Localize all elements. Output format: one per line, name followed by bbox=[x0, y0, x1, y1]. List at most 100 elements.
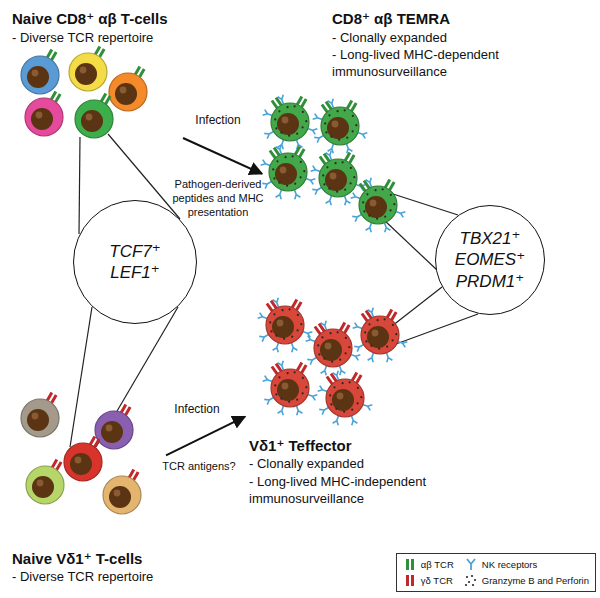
granule-dot bbox=[329, 332, 331, 334]
t-cell bbox=[306, 321, 361, 376]
t-cell bbox=[64, 436, 102, 481]
group-note: - Diverse TCR repertoire bbox=[12, 569, 166, 586]
group-note: - Long-lived MHC-independent immunosurve… bbox=[249, 474, 457, 508]
edge-label: Infection bbox=[168, 402, 226, 416]
granule-dot bbox=[274, 118, 276, 120]
granule-dot bbox=[343, 411, 345, 413]
granule-dot bbox=[384, 216, 386, 218]
granule-dot bbox=[339, 359, 341, 361]
group-note: - Diverse TCR repertoire bbox=[12, 30, 183, 47]
granule-dot bbox=[278, 182, 280, 184]
gene-label: TBX21⁺ EOMES⁺ PRDM1⁺ bbox=[452, 228, 528, 292]
magnifier-circle: TBX21⁺ EOMES⁺ PRDM1⁺ bbox=[435, 205, 545, 315]
legend-sample bbox=[464, 574, 478, 587]
granule-dot bbox=[300, 176, 302, 178]
granule-dot bbox=[328, 114, 330, 116]
granule-dot bbox=[378, 348, 380, 350]
legend-sample bbox=[403, 558, 417, 571]
t-cell bbox=[313, 99, 368, 154]
t-cell bbox=[351, 178, 406, 233]
granule-dot bbox=[325, 131, 327, 133]
group-note: - Clonally expanded bbox=[249, 456, 457, 473]
t-cell bbox=[258, 298, 313, 353]
granule-dot bbox=[352, 130, 354, 132]
granule-dot bbox=[292, 155, 294, 157]
t-cell bbox=[95, 404, 133, 449]
granule-dot bbox=[390, 209, 392, 211]
granule-dot bbox=[270, 330, 272, 332]
granule-dot bbox=[353, 176, 355, 178]
granule-dot bbox=[352, 115, 354, 117]
group-note: - Long-lived MHC-dependent immunosurveil… bbox=[332, 47, 594, 81]
granule-dot bbox=[370, 345, 372, 347]
granule-dot bbox=[384, 318, 386, 320]
granule-dot bbox=[302, 377, 304, 379]
t-cell bbox=[261, 145, 316, 200]
arrow-connector bbox=[183, 138, 262, 174]
granule-dot bbox=[395, 333, 397, 335]
granule-dot bbox=[348, 346, 350, 348]
granule-dot bbox=[275, 393, 277, 395]
t-cell bbox=[103, 469, 141, 514]
granule-dot bbox=[363, 210, 365, 212]
granule-dot bbox=[323, 358, 325, 360]
leader-line bbox=[396, 314, 478, 344]
granule-dot bbox=[333, 386, 335, 388]
legend-text: αβ TCR bbox=[421, 559, 454, 570]
cell-group: Naive CD8⁺ αβ T-cells- Diverse TCR reper… bbox=[8, 5, 183, 145]
granule-dot bbox=[368, 215, 370, 217]
granule-dot bbox=[296, 399, 298, 401]
granule-dot bbox=[350, 182, 352, 184]
legend-text: NK receptors bbox=[482, 559, 537, 570]
granule-dot bbox=[334, 162, 336, 164]
leader-line bbox=[79, 137, 80, 234]
note-label: Pathogen-derived peptides and MHC presen… bbox=[160, 178, 276, 219]
granule-dot bbox=[350, 167, 352, 169]
granule-dot bbox=[376, 218, 378, 220]
granule-dot bbox=[275, 127, 277, 129]
granule-dot bbox=[351, 409, 353, 411]
granule-dot bbox=[368, 323, 370, 325]
granule-dot bbox=[322, 174, 324, 176]
cell-group: Vδ1⁺ Teffector- Clonally expanded- Long-… bbox=[245, 300, 457, 512]
granule-dot bbox=[283, 338, 285, 340]
edge-label: Infection bbox=[186, 113, 250, 127]
t-cell bbox=[263, 95, 318, 150]
legend-sample bbox=[464, 558, 478, 571]
granule-dot bbox=[355, 124, 357, 126]
granule-dot bbox=[337, 331, 339, 333]
granule-dot bbox=[297, 314, 299, 316]
t-cell bbox=[109, 66, 147, 111]
granule-dot bbox=[302, 111, 304, 113]
legend-item: NK receptors bbox=[464, 558, 589, 571]
legend-item: γδ TCR bbox=[403, 574, 454, 587]
granule-dot bbox=[392, 339, 394, 341]
granule-dot bbox=[286, 372, 288, 374]
granule-dot bbox=[288, 135, 290, 137]
cell-group: CD8⁺ αβ TEMRA- Clonally expanded- Long-l… bbox=[262, 5, 594, 230]
granule-dot bbox=[281, 309, 283, 311]
t-cell bbox=[75, 93, 113, 138]
granule-dot bbox=[297, 329, 299, 331]
granule-dot bbox=[288, 401, 290, 403]
group-heading: Vδ1⁺ Teffector bbox=[249, 436, 457, 456]
granule-dot bbox=[330, 403, 332, 405]
granule-dot bbox=[323, 183, 325, 185]
granule-dot bbox=[331, 361, 333, 363]
legend-text: Granzyme B and Perforin bbox=[482, 575, 589, 586]
granule-dot bbox=[280, 398, 282, 400]
leader-line bbox=[392, 287, 442, 326]
granule-dot bbox=[390, 194, 392, 196]
cell-group: Naive Vδ1⁺ T-cells- Diverse TCR repertoi… bbox=[8, 395, 166, 590]
group-heading: CD8⁺ αβ TEMRA bbox=[332, 9, 594, 29]
legend: αβ TCR NK receptors γδ TCR Granzyme B and P… bbox=[396, 553, 596, 592]
granule-dot bbox=[274, 384, 276, 386]
granule-dot bbox=[300, 161, 302, 163]
granule-dot bbox=[335, 408, 337, 410]
granule-dot bbox=[341, 382, 343, 384]
t-cell bbox=[263, 361, 318, 416]
granule-dot bbox=[392, 324, 394, 326]
granule-dot bbox=[328, 188, 330, 190]
t-cell bbox=[318, 371, 373, 426]
granule-dot bbox=[330, 136, 332, 138]
